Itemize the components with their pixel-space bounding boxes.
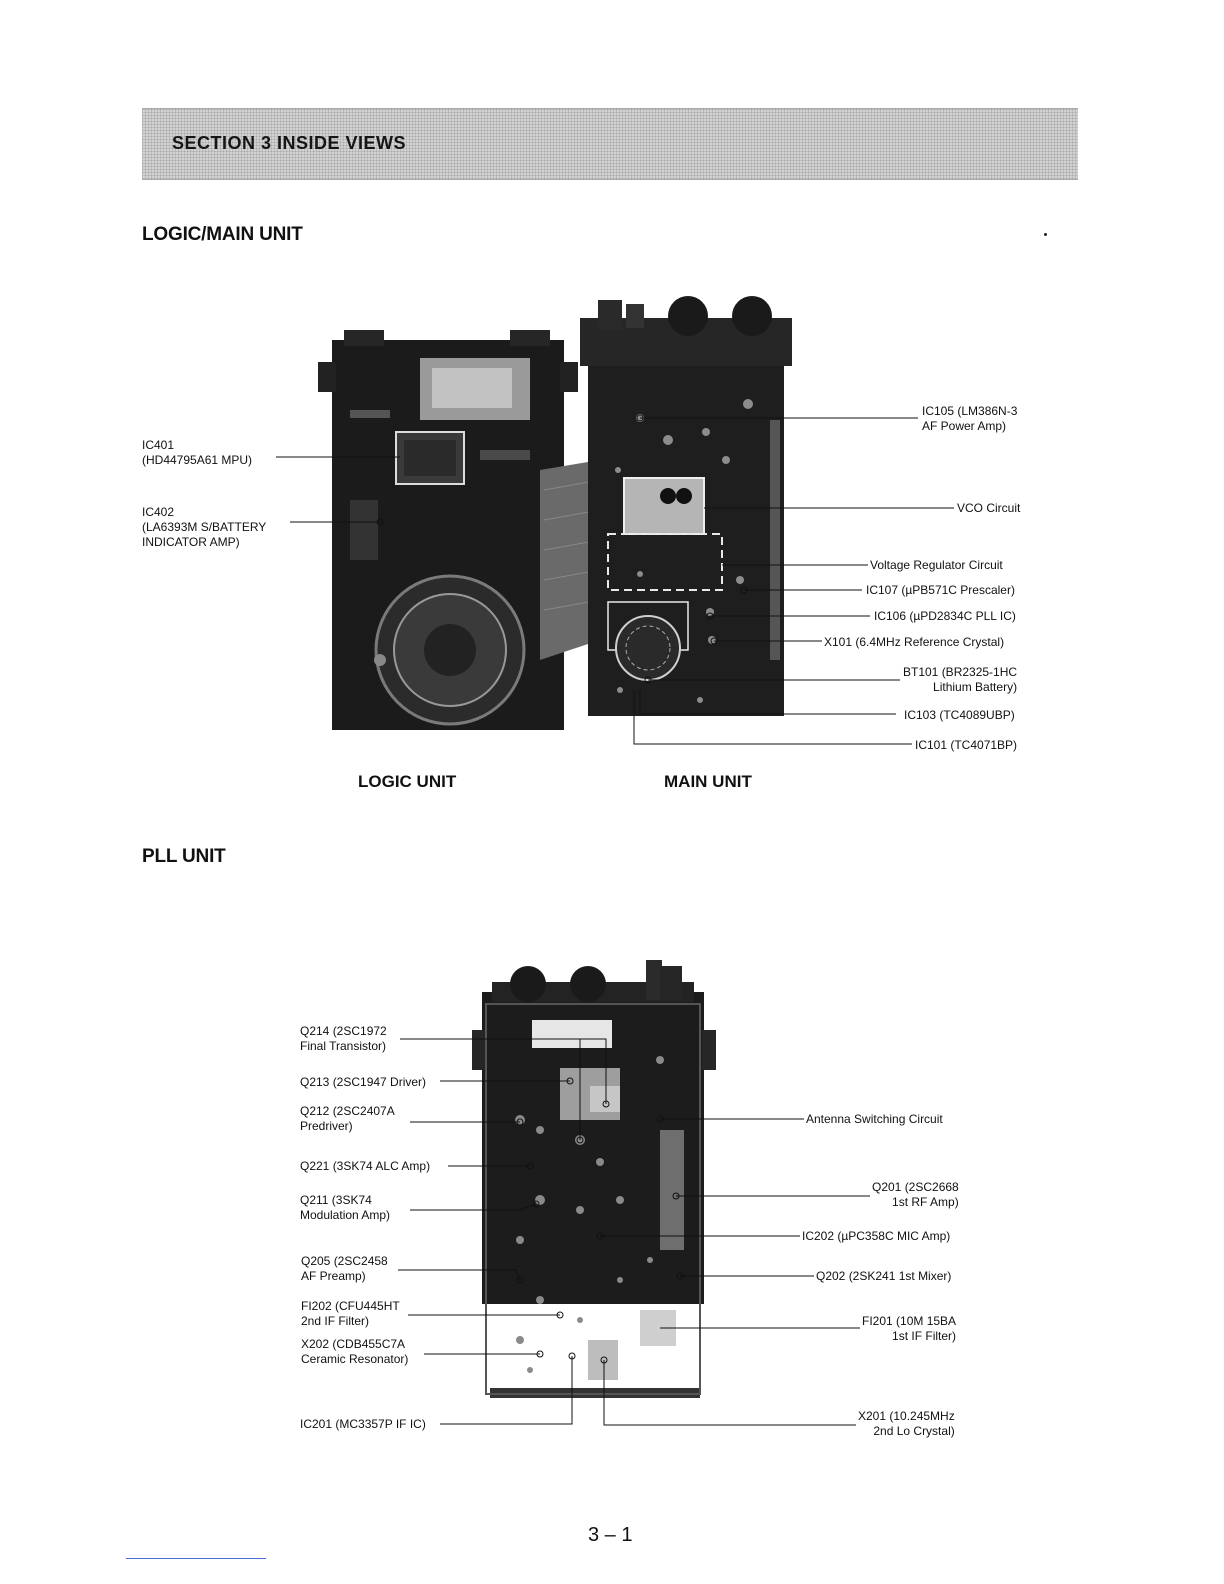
main-unit-board (580, 296, 792, 716)
pll-unit-photo (398, 960, 870, 1426)
logic-unit-caption: LOGIC UNIT (358, 772, 457, 791)
label-ic105: IC105 (LM386N-3 AF Power Amp) (922, 404, 1018, 433)
section-title: SECTION 3 INSIDE VIEWS (172, 133, 407, 153)
label-q221: Q221 (3SK74 ALC Amp) (300, 1159, 431, 1173)
label-q205: Q205 (2SC2458 AF Preamp) (301, 1254, 388, 1283)
label-q212: Q212 (2SC2407A Predriver) (300, 1104, 395, 1133)
label-vco-circuit: VCO Circuit (957, 501, 1021, 515)
label-fi201: FI201 (10M 15BA 1st IF Filter) (862, 1314, 957, 1343)
label-ic106: IC106 (µPD2834C PLL IC) (874, 609, 1016, 623)
label-antenna-switching: Antenna Switching Circuit (806, 1112, 943, 1126)
label-x202: X202 (CDB455C7A Ceramic Resonator) (301, 1337, 409, 1366)
label-q201: Q201 (2SC2668 1st RF Amp) (872, 1180, 959, 1209)
logic-unit-board (318, 330, 578, 730)
label-fi202: FI202 (CFU445HT 2nd IF Filter) (301, 1299, 400, 1328)
section-header-bar: SECTION 3 INSIDE VIEWS (142, 108, 1078, 180)
label-ic103: IC103 (TC4089UBP) (904, 708, 1015, 722)
stray-dot (1044, 233, 1047, 236)
label-q211: Q211 (3SK74 Modulation Amp) (300, 1193, 391, 1222)
page-number: 3 – 1 (588, 1524, 633, 1546)
label-ic401: IC401 (HD44795A61 MPU) (142, 438, 253, 467)
label-q213: Q213 (2SC1947 Driver) (300, 1075, 427, 1089)
footer-rule (126, 1558, 266, 1559)
label-x201: X201 (10.245MHz 2nd Lo Crystal) (858, 1409, 955, 1438)
label-q202: Q202 (2SK241 1st Mixer) (816, 1269, 952, 1283)
label-x101: X101 (6.4MHz Reference Crystal) (824, 635, 1005, 649)
pll-unit-board (472, 960, 716, 1398)
pll-unit-heading: PLL UNIT (142, 846, 226, 867)
main-unit-caption: MAIN UNIT (664, 772, 752, 791)
logic-main-heading: LOGIC/MAIN UNIT (142, 224, 303, 245)
label-ic402: IC402 (LA6393M S/BATTERY INDICATOR AMP) (142, 505, 267, 549)
label-ic107: IC107 (µPB571C Prescaler) (866, 583, 1015, 597)
label-ic101: IC101 (TC4071BP) (915, 738, 1018, 752)
ribbon-cable (540, 460, 600, 660)
label-ic201: IC201 (MC3357P IF IC) (300, 1417, 426, 1431)
label-q214: Q214 (2SC1972 Final Transistor) (300, 1024, 387, 1053)
label-bt101: BT101 (BR2325-1HC Lithium Battery) (903, 665, 1018, 694)
label-ic202: IC202 (µPC358C MIC Amp) (802, 1229, 951, 1243)
logic-main-photo (276, 296, 954, 745)
label-voltage-regulator: Voltage Regulator Circuit (870, 558, 1003, 572)
